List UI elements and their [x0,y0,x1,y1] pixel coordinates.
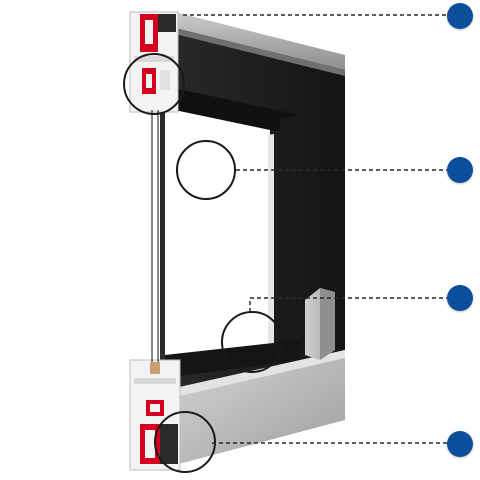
glass-pane-edge [151,110,159,362]
leader-line-3 [249,297,448,312]
callout-marker-4[interactable] [447,431,473,457]
leader-lines [183,14,448,444]
top-profile-section [129,11,179,113]
top-profile-cover [175,12,345,76]
callout-marker-3[interactable] [447,285,473,311]
detail-circles [123,53,283,473]
dark-frame [160,15,345,415]
callout-marker-1[interactable] [447,3,473,29]
callout-marker-2[interactable] [447,157,473,183]
bottom-sill-cover [175,288,345,465]
